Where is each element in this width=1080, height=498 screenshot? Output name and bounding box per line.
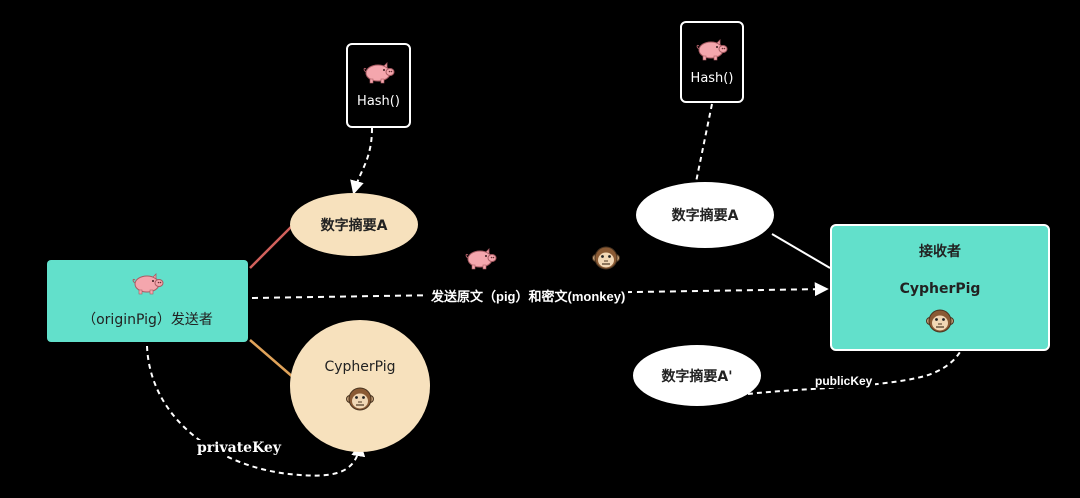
- monkey-icon: [926, 307, 954, 335]
- hash-to-digest-arrow: [350, 127, 373, 195]
- hash-label: Hash(): [690, 70, 734, 86]
- receiver-title: 接收者: [919, 243, 961, 260]
- pig-icon: [131, 273, 165, 295]
- sender-cipher-connector: [249, 339, 295, 379]
- pig-icon: [695, 38, 729, 61]
- sender-digest-ellipse: 数字摘要A: [290, 193, 418, 256]
- send-label: 发送原文（pig）和密文(monkey): [428, 286, 629, 305]
- sender-digest-connector: [249, 225, 293, 269]
- digest-receiver-connector: [771, 233, 831, 269]
- sender-box: （originPig）发送者: [47, 260, 248, 342]
- public-key-connector: [747, 351, 961, 395]
- monkey-icon: [592, 244, 620, 272]
- receiver-box: 接收者 CypherPig: [830, 224, 1050, 351]
- receiver-hash-connector: [695, 103, 713, 183]
- cipher-label: CypherPig: [324, 359, 396, 375]
- digest-prime-ellipse: 数字摘要A': [633, 345, 761, 406]
- cipher-pig-circle: CypherPig: [290, 320, 430, 452]
- sender-hash-box: Hash(): [346, 43, 411, 128]
- digest-label: 数字摘要A: [671, 208, 739, 224]
- pig-icon: [464, 248, 498, 270]
- private-key-label: privateKey: [194, 440, 284, 456]
- pig-icon: [362, 62, 396, 84]
- receiver-hash-box: Hash(): [680, 21, 744, 103]
- private-key-arrow: [146, 345, 366, 477]
- digest-label: 数字摘要A: [320, 217, 388, 234]
- sender-label: （originPig）发送者: [82, 312, 213, 328]
- monkey-icon: [346, 385, 374, 413]
- digest-prime-label: 数字摘要A': [661, 368, 733, 385]
- public-key-label: publicKey: [812, 374, 876, 388]
- receiver-cipher-label: CypherPig: [899, 280, 981, 297]
- hash-label: Hash(): [357, 94, 400, 109]
- receiver-digest-ellipse: 数字摘要A: [636, 182, 774, 248]
